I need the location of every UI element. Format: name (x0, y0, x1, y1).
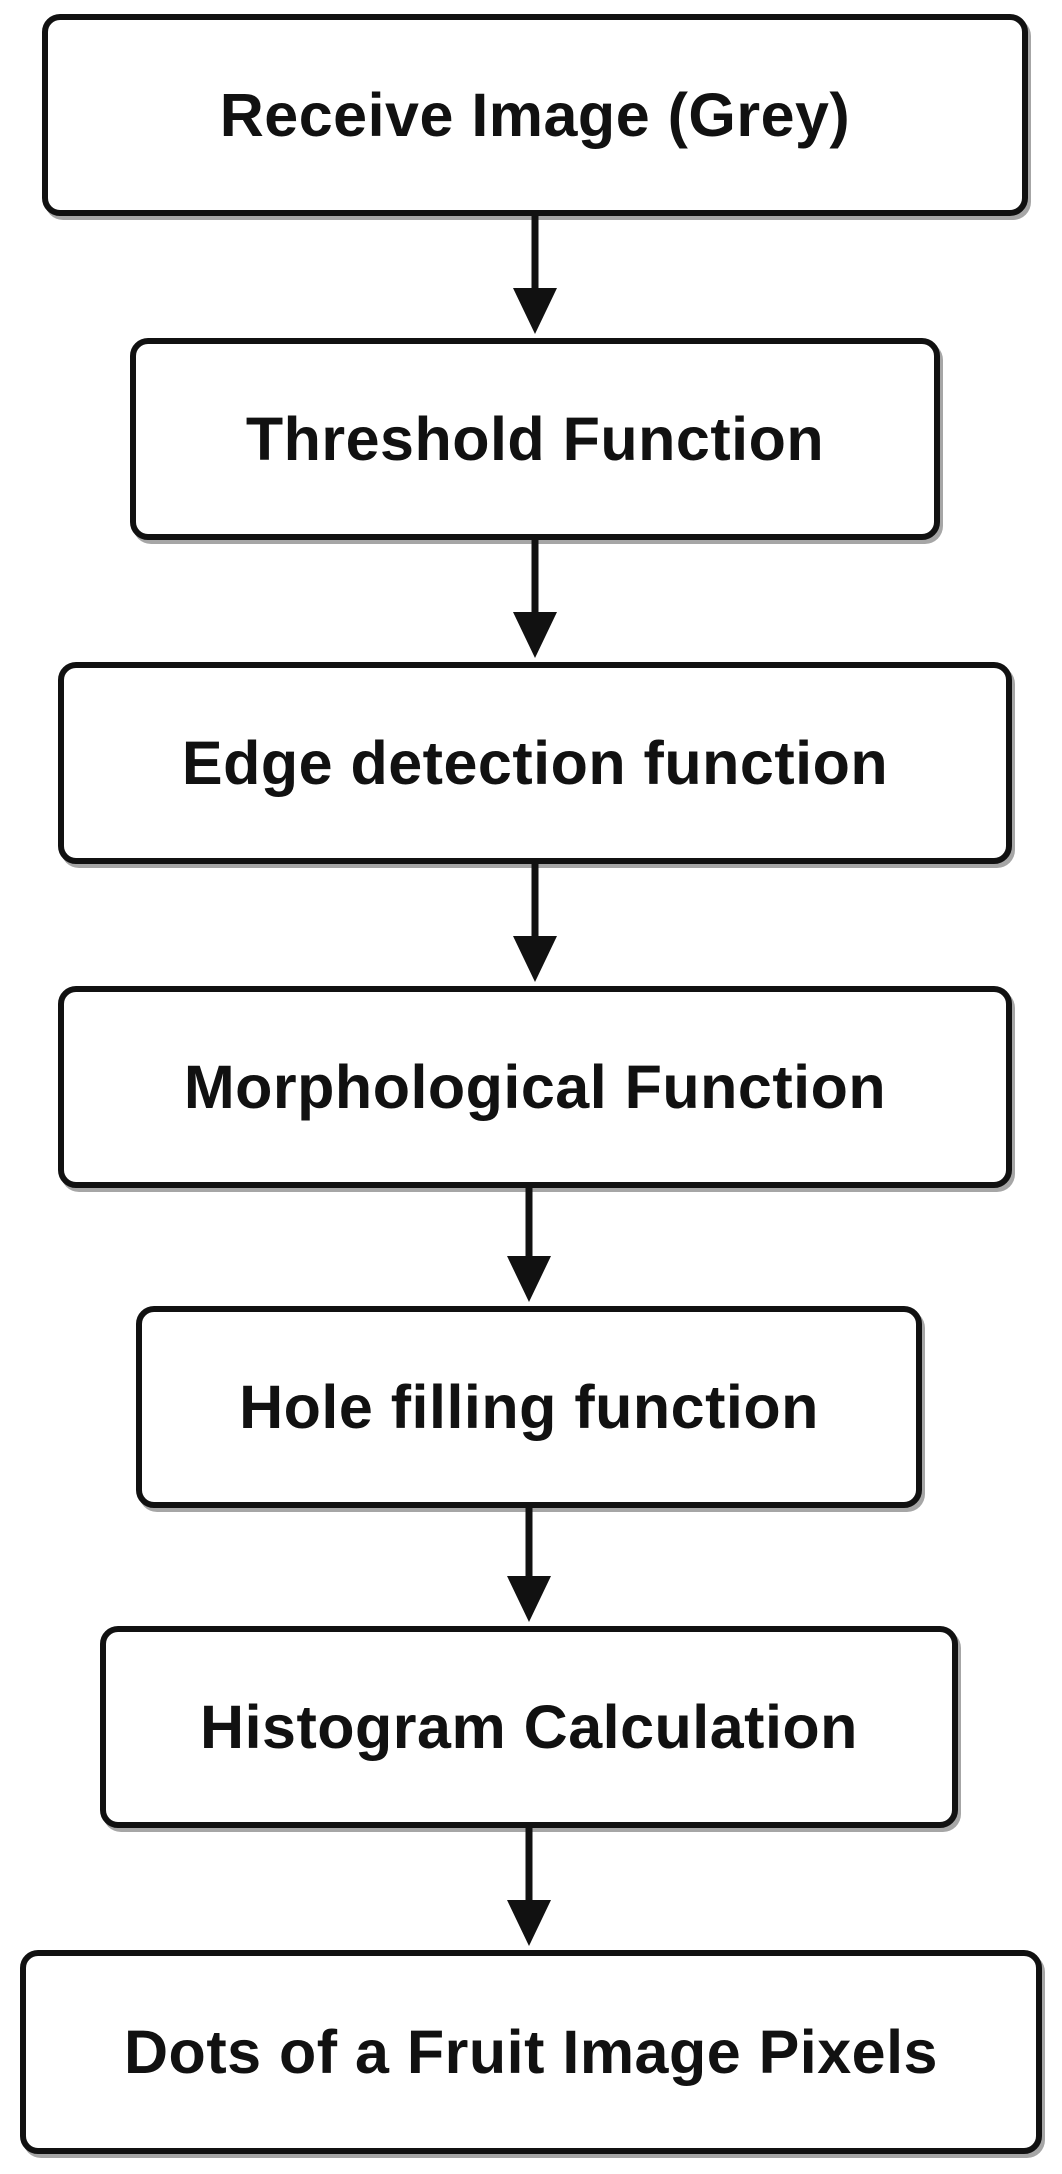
arrow-4 (507, 1188, 551, 1302)
arrow-3 (513, 864, 557, 982)
step-hole-filling: Hole filling function (136, 1306, 922, 1508)
step-histogram-calculation: Histogram Calculation (100, 1626, 958, 1828)
step-label: Dots of a Fruit Image Pixels (124, 2018, 938, 2086)
step-label: Edge detection function (181, 729, 889, 797)
step-label: Hole filling function (239, 1373, 819, 1441)
step-morphological-function: Morphological Function (58, 986, 1012, 1188)
arrow-5 (507, 1508, 551, 1622)
step-receive-image: Receive Image (Grey) (42, 14, 1028, 216)
arrow-2 (513, 540, 557, 658)
step-dots-of-fruit-image: Dots of a Fruit Image Pixels (20, 1950, 1042, 2154)
step-label: Histogram Calculation (200, 1693, 858, 1761)
step-label: Receive Image (Grey) (219, 81, 851, 149)
arrow-1 (513, 216, 557, 334)
arrow-6 (507, 1828, 551, 1946)
step-edge-detection: Edge detection function (58, 662, 1012, 864)
step-label: Morphological Function (183, 1053, 887, 1121)
step-label: Threshold Function (245, 405, 825, 473)
step-threshold-function: Threshold Function (130, 338, 940, 540)
